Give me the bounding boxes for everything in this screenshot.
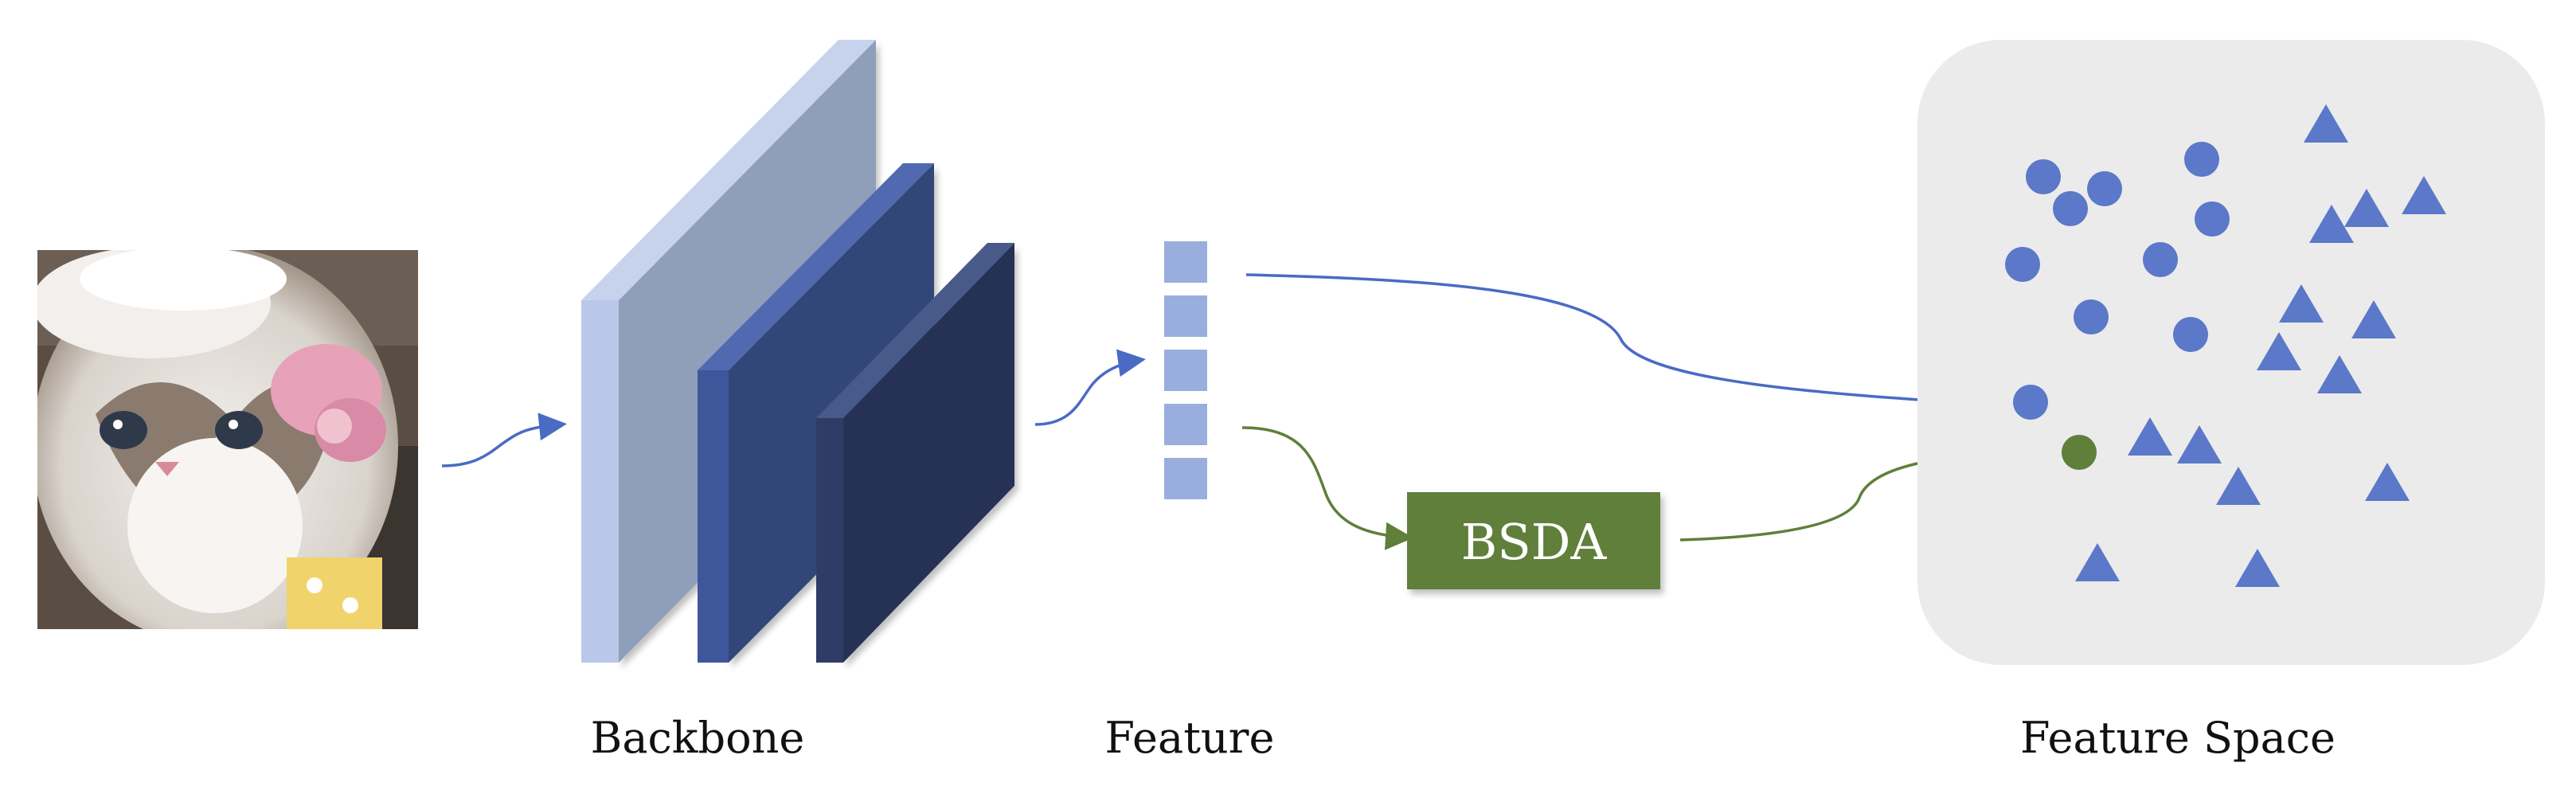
point-triangle (2351, 300, 2396, 338)
point-circle (2026, 159, 2061, 194)
feature-space-label: Feature Space (2019, 713, 2336, 763)
point-circle (2013, 385, 2048, 420)
feature-cell (1164, 350, 1207, 391)
point-circle (2143, 242, 2178, 277)
point-triangle (2317, 355, 2362, 393)
feature-cell (1164, 458, 1207, 499)
arrow-image-to-backbone (441, 413, 567, 467)
point-circle-augmented (2062, 435, 2097, 470)
bsda-label: BSDA (1461, 513, 1608, 571)
feature-space-points (2005, 104, 2446, 587)
point-circle (2005, 247, 2040, 282)
point-circle (2195, 201, 2230, 237)
point-circle (2074, 299, 2109, 334)
point-circle (2053, 191, 2088, 226)
point-circle (2184, 142, 2219, 177)
point-triangle (2177, 425, 2222, 463)
arrow-feature-to-space (1245, 273, 1996, 417)
point-triangle (2344, 189, 2389, 227)
arrow-feature-to-bsda (1241, 426, 1413, 550)
bsda-module: BSDA (1407, 492, 1660, 589)
point-triangle (2075, 543, 2120, 581)
point-circle (2087, 171, 2122, 206)
backbone-block (581, 40, 1014, 663)
point-triangle (2309, 205, 2354, 243)
point-triangle (2257, 332, 2301, 370)
point-triangle (2279, 284, 2324, 323)
feature-label: Feature (1104, 713, 1275, 763)
point-triangle (2216, 467, 2261, 505)
feature-cell (1164, 404, 1207, 445)
backbone-label: Backbone (590, 713, 805, 763)
point-triangle (2128, 417, 2172, 456)
input-image (37, 250, 418, 629)
point-circle (2173, 317, 2208, 352)
feature-space-panel (1917, 40, 2545, 665)
point-triangle (2235, 549, 2280, 587)
point-triangle (2365, 463, 2410, 501)
backbone-layer-3 (816, 243, 1014, 663)
point-triangle (2402, 176, 2446, 214)
point-triangle (2304, 104, 2348, 143)
feature-cell (1164, 241, 1207, 283)
feature-vector (1164, 241, 1207, 499)
arrow-backbone-to-feature (1034, 349, 1146, 426)
feature-cell (1164, 295, 1207, 337)
